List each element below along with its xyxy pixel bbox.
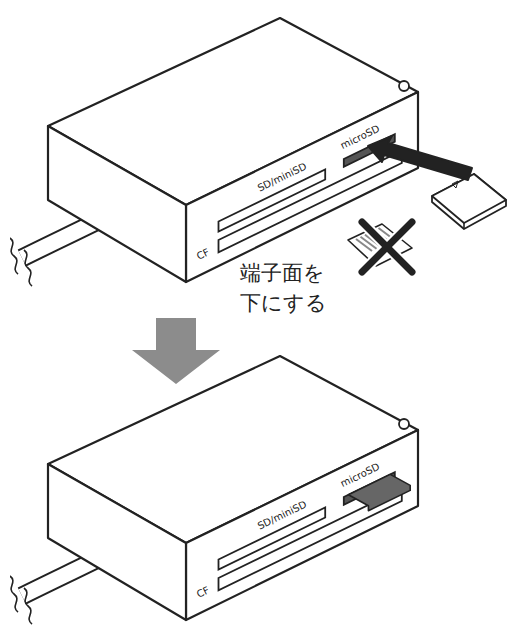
side-face [48, 126, 186, 282]
step-arrow [132, 318, 220, 384]
card-reader [0, 18, 418, 286]
indicator-lamp [399, 81, 409, 91]
indicator-lamp [399, 419, 409, 429]
side-face [48, 464, 186, 620]
insert-arrow [368, 136, 472, 180]
microsd-card [432, 174, 506, 229]
cross-mark [362, 222, 412, 272]
card-reader [0, 356, 418, 624]
front-face [186, 92, 418, 282]
break-lines [10, 238, 32, 286]
cable-cut [0, 236, 10, 280]
instruction-note: 端子面を 下にする [240, 258, 336, 319]
front-face [186, 430, 418, 620]
cable-cut [0, 574, 10, 618]
break-lines [10, 576, 32, 624]
